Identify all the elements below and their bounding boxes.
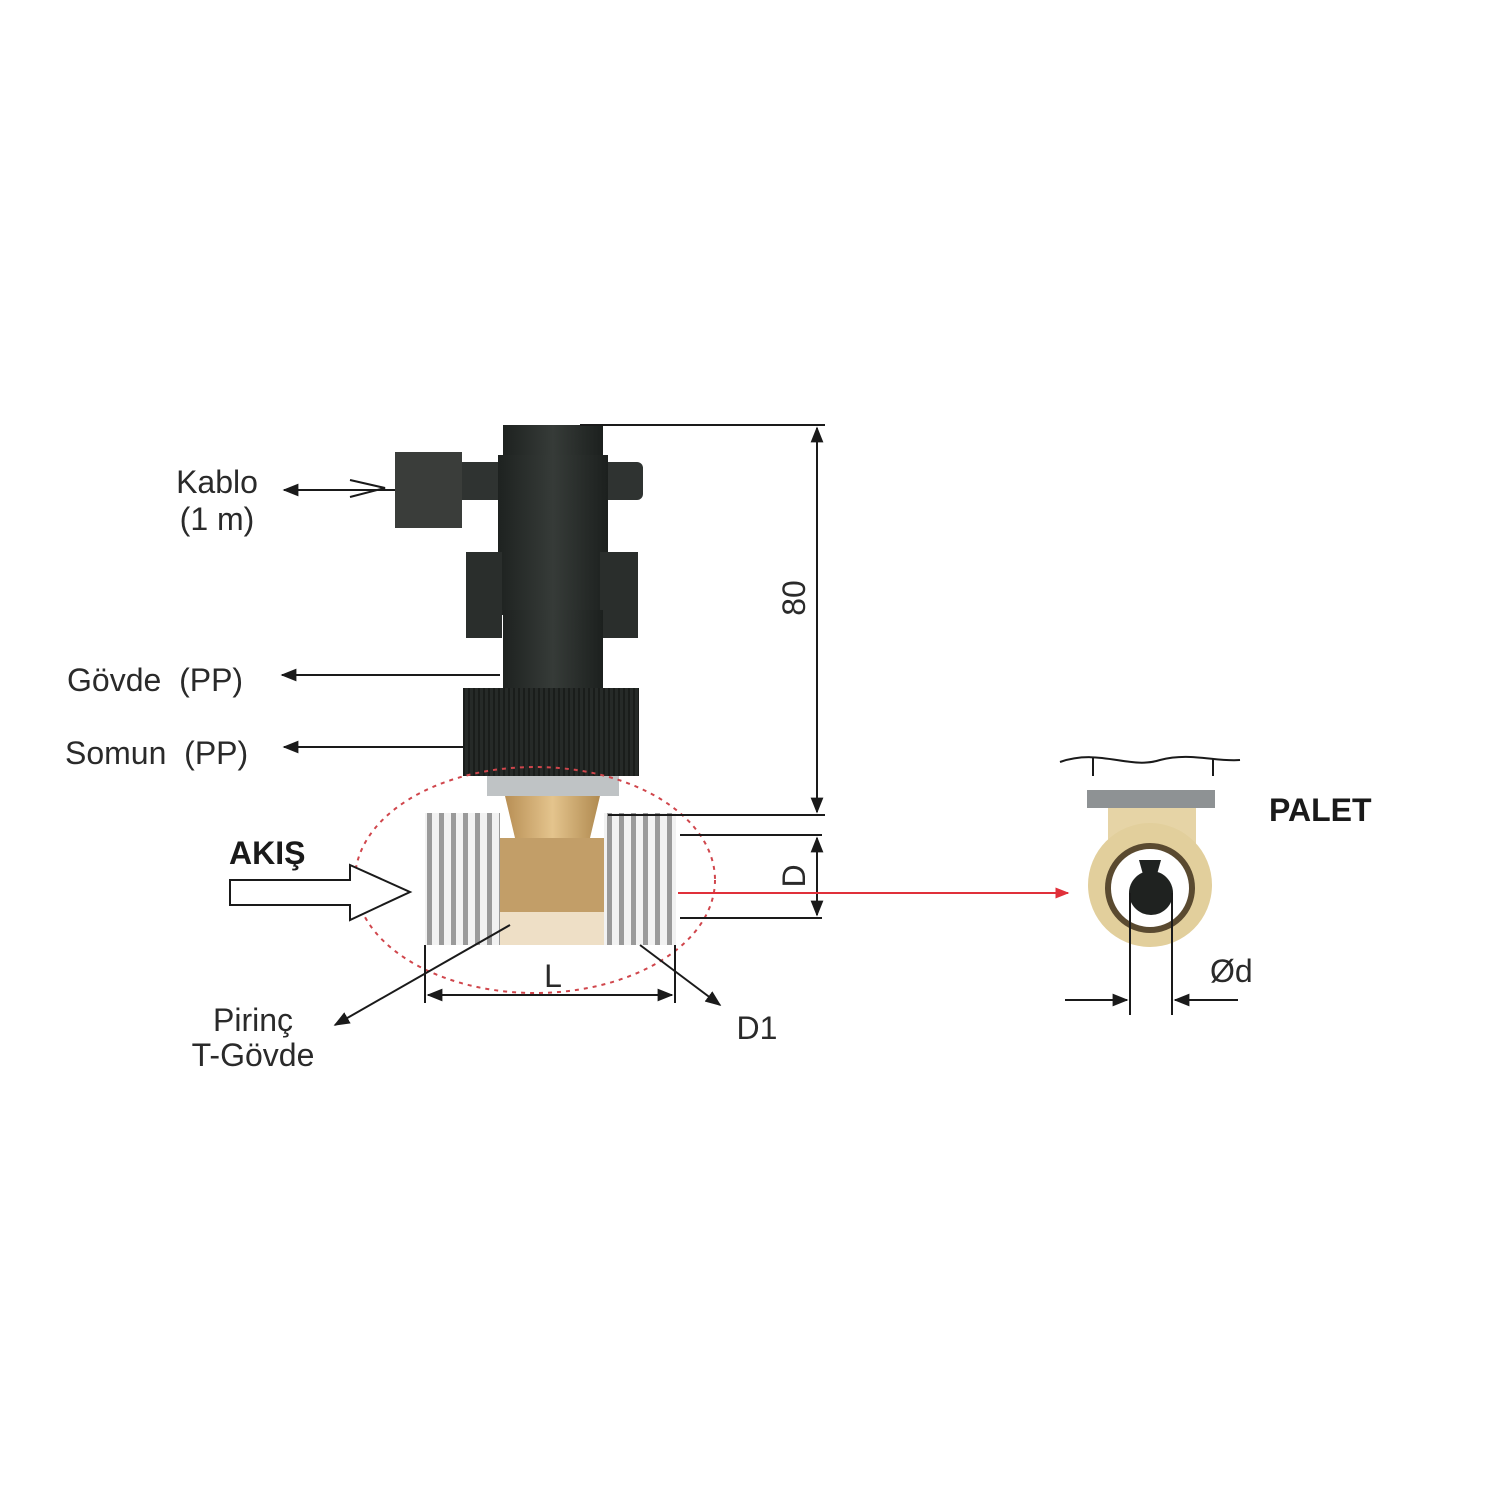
brass-label: Pirinç xyxy=(213,1002,293,1038)
flow-arrow-icon xyxy=(229,863,413,922)
t-body-label: T-Gövde xyxy=(192,1037,315,1073)
body-label: Gövde (PP) xyxy=(67,662,243,698)
cable-label: Kablo xyxy=(176,464,258,500)
l-dimension: L xyxy=(544,958,562,994)
d1-dimension: D1 xyxy=(737,1010,778,1046)
height-dimension: 80 xyxy=(776,580,812,616)
thread-right xyxy=(604,813,676,945)
paddle-detail xyxy=(1059,755,1241,1015)
nut-label: Somun (PP) xyxy=(65,735,248,771)
flow-label: AKIŞ xyxy=(229,835,305,871)
d-dimension: D xyxy=(776,864,812,887)
flow-switch-body xyxy=(354,425,716,994)
paddle-diameter-label: Ød xyxy=(1210,953,1253,989)
nut xyxy=(463,688,639,776)
thread-left xyxy=(425,813,500,945)
detail-ellipse xyxy=(354,766,716,994)
paddle-title: PALET xyxy=(1269,792,1372,828)
cable-length-label: (1 m) xyxy=(180,501,255,537)
